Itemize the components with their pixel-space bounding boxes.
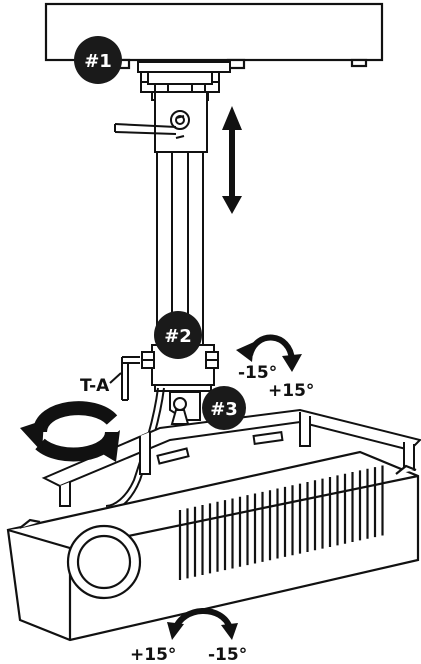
t-a-allen-key bbox=[109, 356, 140, 401]
projector-vent-grill bbox=[178, 465, 384, 580]
swivel-arrow bbox=[167, 608, 238, 640]
allen-key-upper bbox=[114, 115, 185, 139]
rotation-label: 360° bbox=[52, 425, 96, 445]
projector-lens bbox=[66, 524, 142, 600]
tilt-arrow bbox=[236, 334, 302, 372]
badge-3-label: #3 bbox=[210, 399, 238, 420]
height-adjust-arrow bbox=[222, 106, 242, 214]
rotation-arrow: 360° bbox=[20, 401, 120, 462]
upper-clamp bbox=[154, 91, 208, 153]
badge-1-label: #1 bbox=[84, 51, 112, 72]
swivel-minus-label: -15° bbox=[208, 645, 247, 664]
badge-3: #3 bbox=[202, 386, 246, 430]
badge-1: #1 bbox=[74, 36, 122, 84]
tool-label: T-A bbox=[80, 376, 110, 396]
tilt-plus-label: +15° bbox=[268, 381, 314, 401]
badge-2-label: #2 bbox=[164, 326, 192, 347]
tilt-joint-knobs bbox=[169, 391, 201, 426]
tilt-minus-label: -15° bbox=[238, 363, 277, 383]
badge-2: #2 bbox=[154, 311, 202, 359]
swivel-plus-label: +15° bbox=[130, 645, 176, 664]
